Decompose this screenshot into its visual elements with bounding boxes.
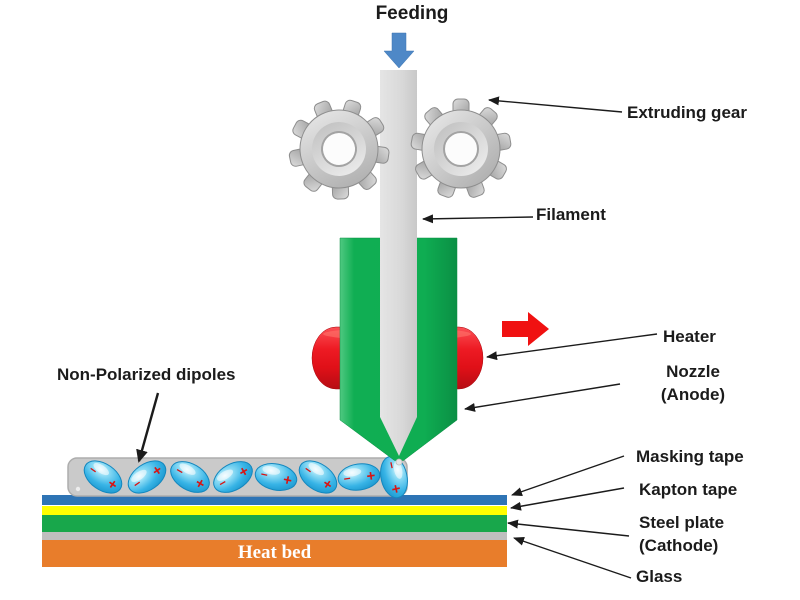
printed-strip: −+−+−+−+−+−+−+−+ xyxy=(67,455,408,499)
dipoles-group: −+−+−+−+−+−+−+−+ xyxy=(83,455,408,499)
extruding-gear-leader xyxy=(488,96,623,113)
masking-tape-label: Masking tape xyxy=(636,447,744,466)
dipoles-leader xyxy=(136,392,160,463)
nozzle-leader xyxy=(464,383,621,412)
glass-leader xyxy=(513,536,632,579)
steel-plate-label-line1: Steel plate xyxy=(639,513,725,532)
nozzle-label-line2: (Anode) xyxy=(660,385,726,404)
steel-plate-leader xyxy=(507,519,630,537)
nozzle-label: Nozzle (Anode) xyxy=(636,360,750,406)
filament-leader xyxy=(422,214,534,224)
dipole-minus-mark: − xyxy=(343,471,352,486)
bed-layers xyxy=(42,495,507,567)
dipole: −+ xyxy=(380,455,408,499)
annotation-lines xyxy=(136,96,658,579)
dipole: −+ xyxy=(127,460,167,494)
dipole: −+ xyxy=(254,463,298,491)
dipole: −+ xyxy=(337,463,381,491)
steel-plate-layer xyxy=(42,515,507,532)
steel-plate-label-line2: (Cathode) xyxy=(639,536,719,555)
extruding-gear-label: Extruding gear xyxy=(627,103,747,122)
motion-arrow-icon xyxy=(502,312,549,346)
nozzle-tip xyxy=(395,458,403,466)
kapton-tape-leader xyxy=(510,487,625,511)
extruder-gear-right xyxy=(409,98,513,200)
heater-label: Heater xyxy=(663,327,716,346)
glass-label: Glass xyxy=(636,567,683,586)
heater-leader xyxy=(486,333,658,361)
steel-plate-label: Steel plate (Cathode) xyxy=(639,511,724,557)
filament-label: Filament xyxy=(536,205,606,224)
feeding-arrow-icon xyxy=(383,32,415,69)
dipole: −+ xyxy=(83,460,123,494)
dipole-plus-mark: + xyxy=(365,467,376,485)
feeding-label: Feeding xyxy=(375,3,449,24)
filament-strand xyxy=(380,70,417,456)
nozzle-label-line1: Nozzle xyxy=(666,362,720,381)
dipole-minus-mark: − xyxy=(259,467,269,482)
dipole-plus-mark: + xyxy=(281,471,293,489)
dipole-minus-mark: − xyxy=(384,460,399,470)
dipole: −+ xyxy=(170,461,210,494)
glass-layer xyxy=(42,532,507,540)
masking-tape-leader xyxy=(511,455,625,496)
dipole: −+ xyxy=(298,460,338,494)
dipoles-label: Non-Polarized dipoles xyxy=(57,365,236,384)
kapton-tape-layer xyxy=(42,506,507,515)
dipole-plus-mark: + xyxy=(386,483,404,495)
dipole: −+ xyxy=(213,461,253,493)
heat-bed-label: Heat bed xyxy=(237,542,312,563)
masking-tape-layer xyxy=(42,495,507,505)
kapton-tape-label: Kapton tape xyxy=(639,480,738,499)
heat-bed-layer xyxy=(42,540,507,567)
